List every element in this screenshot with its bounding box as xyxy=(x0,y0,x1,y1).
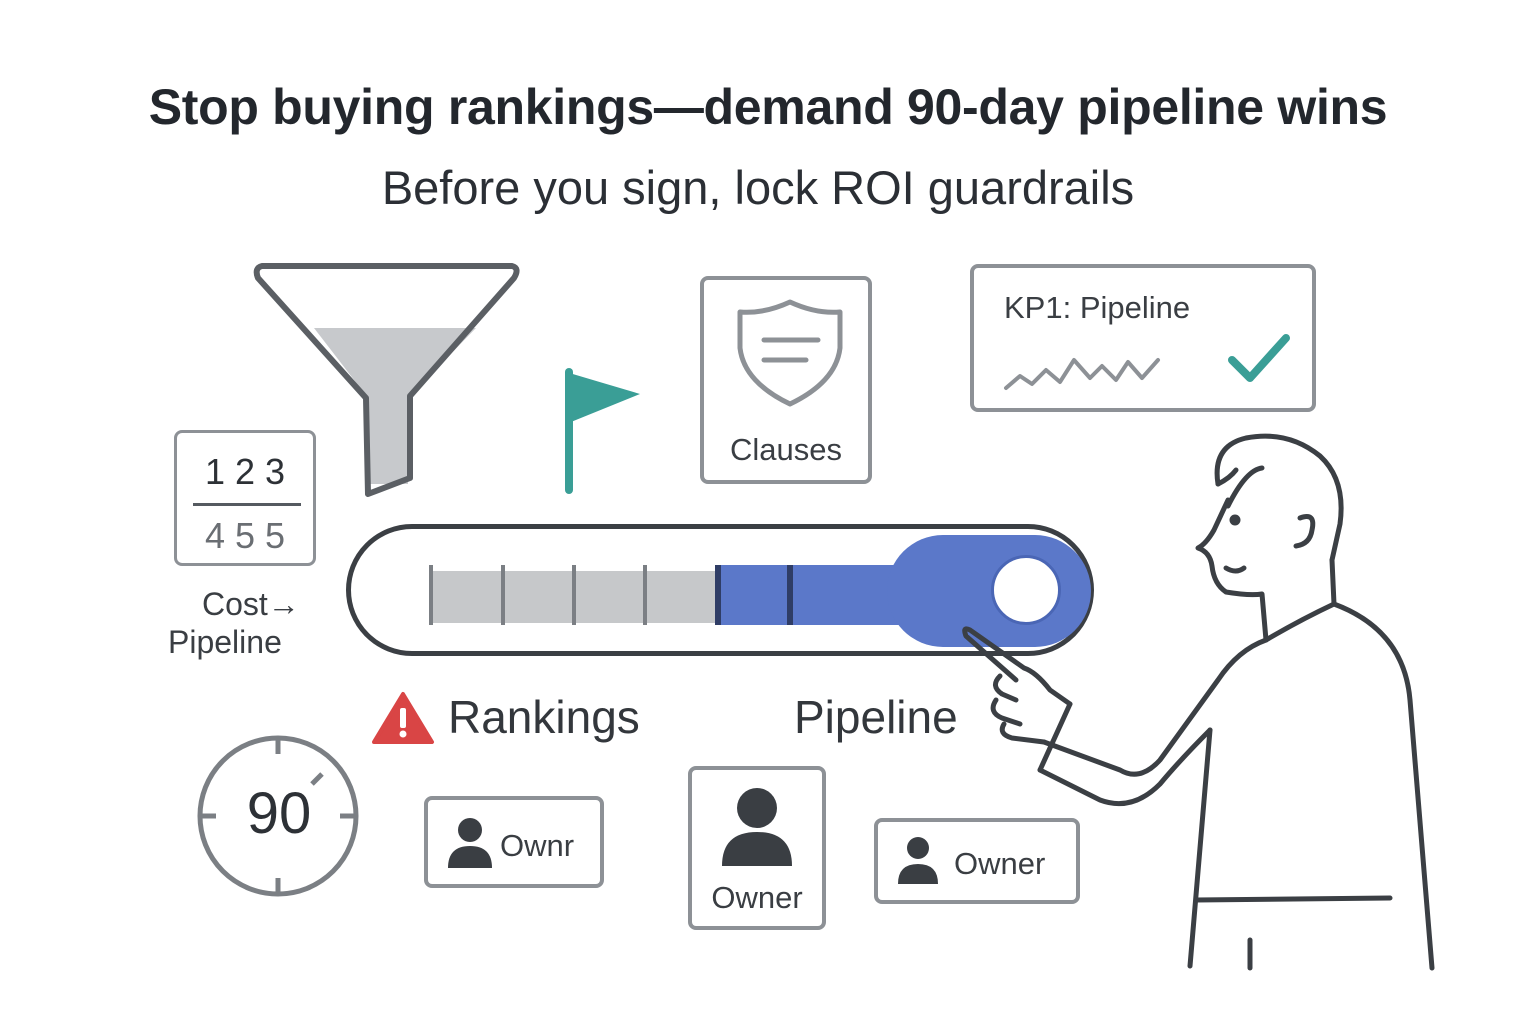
slider-tick xyxy=(643,565,647,625)
timer-value: 90 xyxy=(246,781,312,846)
clauses-card: Clauses xyxy=(700,276,872,484)
slider-knob[interactable] xyxy=(991,555,1061,625)
trend-line-icon xyxy=(1004,358,1160,390)
slider-track-gray xyxy=(429,571,725,623)
person-icon xyxy=(898,837,938,884)
timer-dial-icon xyxy=(197,735,359,897)
slider-tick xyxy=(787,565,793,625)
cost-numbers-card: 1 2 3 4 5 5 xyxy=(174,430,316,566)
slider-tick xyxy=(572,565,576,625)
checkmark-icon xyxy=(1228,334,1290,382)
slider-tick xyxy=(715,565,721,625)
cost-bottom-numbers: 4 5 5 xyxy=(204,515,286,556)
clauses-label: Clauses xyxy=(730,432,842,467)
owner-label: Owner xyxy=(954,846,1046,881)
owner-label: Owner xyxy=(711,880,803,915)
slider-tick xyxy=(501,565,505,625)
owner-card: Owner xyxy=(874,818,1080,904)
owner-label: Ownr xyxy=(500,828,575,863)
warning-triangle-icon xyxy=(372,692,434,744)
cost-divider xyxy=(193,503,301,506)
pipeline-label: Pipeline xyxy=(794,691,958,743)
slider-tick xyxy=(429,565,433,625)
page-title: Stop buying rankings—demand 90-day pipel… xyxy=(148,79,1388,135)
rankings-pipeline-slider[interactable] xyxy=(346,524,1094,656)
person-icon xyxy=(448,818,492,868)
shield-icon xyxy=(737,299,843,407)
kpi-card: KP1: Pipeline xyxy=(970,264,1316,412)
cost-label: Cost→ xyxy=(202,586,300,622)
rankings-label: Rankings xyxy=(448,691,640,743)
person-icon xyxy=(722,788,792,866)
owner-card: Ownr xyxy=(424,796,604,888)
page-subtitle: Before you sign, lock ROI guardrails xyxy=(381,161,1135,214)
pipeline-small-label: Pipeline xyxy=(168,624,282,660)
cost-top-numbers: 1 2 3 xyxy=(204,451,286,492)
kpi-label: KP1: Pipeline xyxy=(1004,290,1191,325)
owner-card: Owner xyxy=(688,766,826,930)
